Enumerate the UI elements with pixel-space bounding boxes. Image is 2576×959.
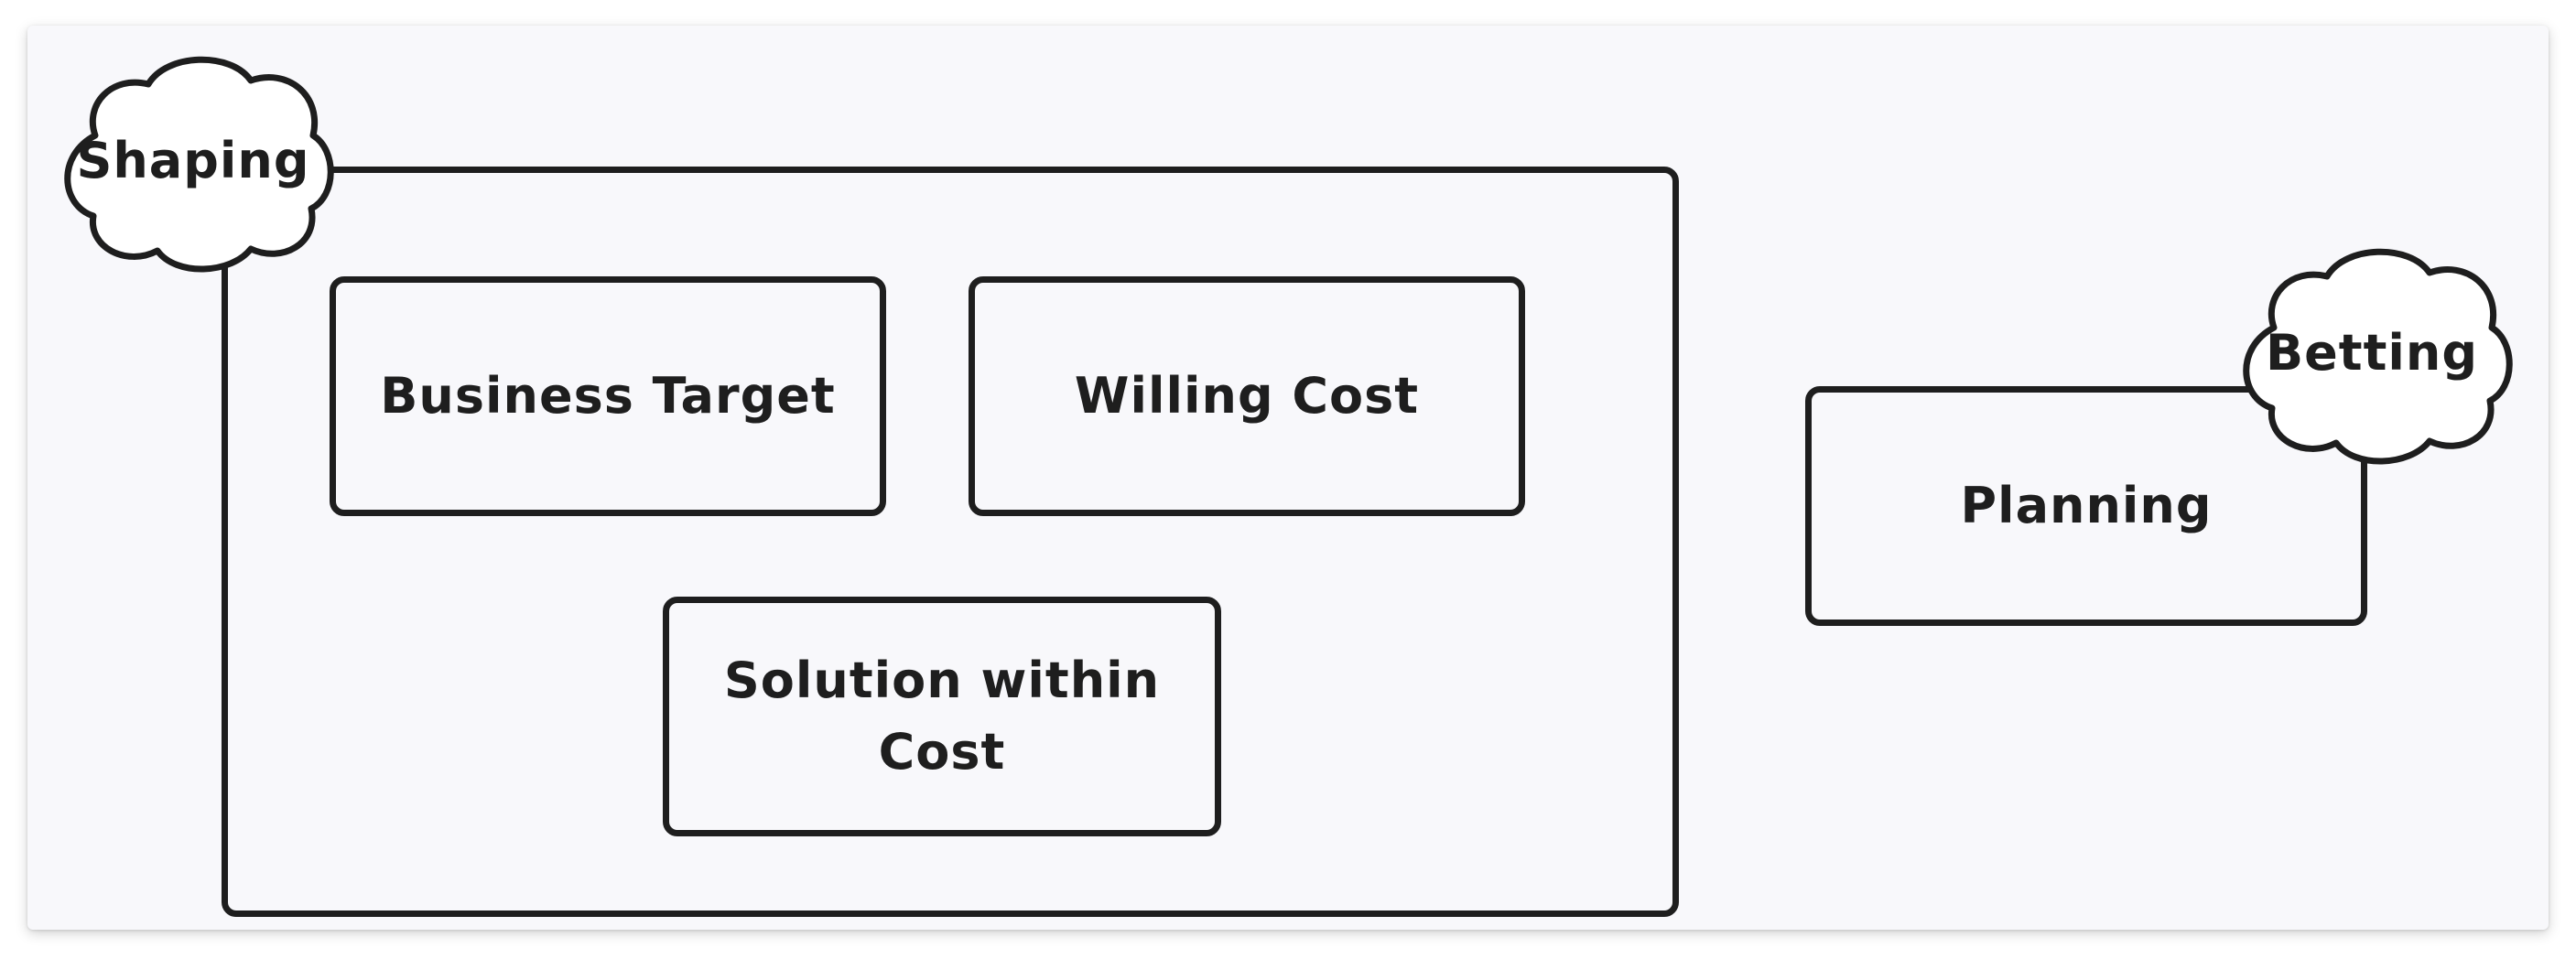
willing-cost-label: Willing Cost — [1074, 367, 1420, 425]
diagram-canvas: Business Target Willing Cost Solution wi… — [27, 26, 2549, 930]
willing-cost-box — [969, 276, 1525, 516]
betting-cloud-label: Betting — [2265, 323, 2479, 382]
cloud-shape-icon — [64, 56, 334, 273]
shaping-group-frame — [222, 167, 1679, 917]
planning-label: Planning — [1960, 477, 2213, 534]
planning-box — [1805, 386, 2367, 626]
business-target-box — [330, 276, 886, 516]
cloud-shape-icon — [2243, 248, 2513, 465]
shaping-cloud-label: Shaping — [76, 131, 310, 189]
betting-cloud: Betting — [2226, 240, 2517, 465]
business-target-label: Business Target — [380, 367, 836, 425]
solution-within-cost-box — [663, 597, 1221, 836]
shaping-cloud: Shaping — [48, 48, 339, 273]
solution-within-cost-label: Solution within Cost — [723, 652, 1161, 781]
